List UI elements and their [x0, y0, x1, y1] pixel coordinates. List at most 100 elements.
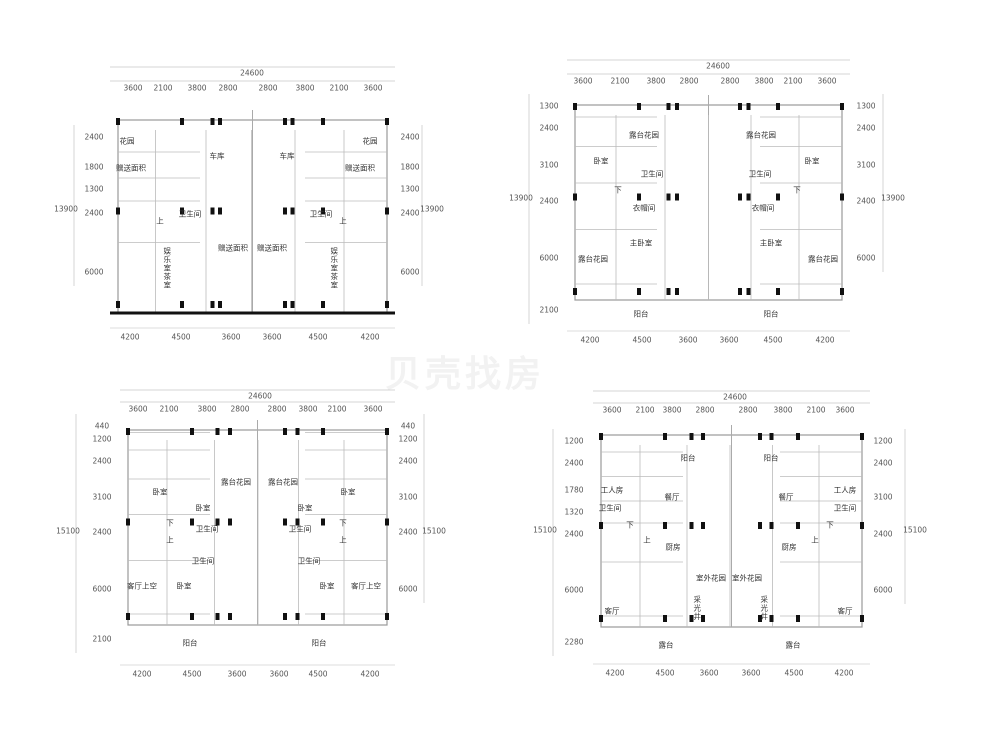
dimension-right: 2400 [856, 196, 876, 206]
column [190, 518, 194, 526]
dimension-total-top: 24600 [240, 68, 264, 78]
room-label: 工人房 [833, 485, 857, 495]
column [321, 301, 325, 308]
dimension-right: 2400 [873, 458, 893, 468]
room-label: 卧室 [152, 487, 168, 497]
room-label: 客厅 [604, 606, 620, 616]
column [860, 522, 864, 529]
column [599, 615, 603, 622]
column [215, 518, 220, 526]
column [283, 428, 287, 435]
column [776, 288, 780, 295]
room-label: 主卧室 [759, 238, 783, 248]
room-label: 赠送面积 [345, 163, 375, 173]
room-label: 室外花园 [732, 573, 762, 583]
column [385, 118, 389, 125]
dimension-top: 3800 [773, 405, 793, 415]
dimension-left: 1300 [539, 101, 559, 111]
column [385, 428, 389, 435]
column [637, 288, 641, 295]
room-label: 上 [339, 535, 347, 545]
dimension-left: 440 [94, 421, 110, 431]
room-label: 工人房 [600, 485, 624, 495]
dimension-right: 2400 [398, 456, 418, 466]
room-label: 赠送面积 [257, 243, 287, 253]
dimension-top: 2100 [159, 404, 179, 414]
room-label: 卧室 [319, 581, 335, 591]
room-label: 卧室 [340, 487, 356, 497]
column [666, 103, 671, 110]
dimension-top: 2100 [329, 83, 349, 93]
column [385, 301, 389, 308]
dimension-top: 3600 [573, 76, 593, 86]
dimension-left: 2400 [92, 456, 112, 466]
dimension-total-top: 24600 [248, 391, 272, 401]
dimension-right: 2400 [400, 132, 420, 142]
dimension-left: 2400 [564, 458, 584, 468]
dimension-top: 3600 [817, 76, 837, 86]
column [689, 433, 694, 440]
dimension-left: 1320 [564, 507, 584, 517]
dimension-bottom: 4500 [655, 668, 675, 678]
column [689, 522, 694, 529]
dimension-left: 2400 [92, 527, 112, 537]
dimension-total-right: 15100 [903, 525, 927, 535]
room-label: 下 [626, 520, 634, 530]
dimension-top: 2800 [738, 405, 758, 415]
dimension-top: 3600 [363, 83, 383, 93]
room-label: 花园 [362, 136, 378, 146]
column [776, 103, 780, 110]
dimension-left: 6000 [84, 267, 104, 277]
column [180, 301, 184, 308]
room-label: 卫生间 [195, 524, 219, 534]
dimension-bottom: 4200 [605, 668, 625, 678]
dimension-left: 1200 [564, 436, 584, 446]
column [599, 433, 603, 440]
room-label: 阳台 [763, 309, 779, 319]
dimension-total-right: 13900 [881, 193, 905, 203]
dimension-bottom: 4200 [360, 332, 380, 342]
room-label: 餐厅 [778, 492, 794, 502]
column [840, 103, 844, 110]
dimension-left: 3100 [539, 160, 559, 170]
dimension-bottom: 4200 [132, 669, 152, 679]
column [228, 428, 232, 435]
dimension-right: 2400 [873, 529, 893, 539]
dimension-top: 2100 [783, 76, 803, 86]
room-label: 赠送面积 [218, 243, 248, 253]
dimension-bottom: 4200 [834, 668, 854, 678]
column [321, 518, 325, 526]
room-label: 卫生间 [309, 209, 333, 219]
room-label: 露台花园 [578, 254, 608, 264]
column [210, 301, 215, 308]
room-label: 主卧室 [629, 238, 653, 248]
dimension-left: 6000 [564, 585, 584, 595]
dimension-top: 2800 [679, 76, 699, 86]
room-label: 卫生间 [598, 503, 622, 513]
room-label: 卫生间 [178, 209, 202, 219]
column [637, 193, 641, 201]
room-label: 阳台 [763, 453, 779, 463]
column [573, 103, 577, 110]
room-label: 衣帽间 [751, 203, 775, 213]
dimension-right: 2400 [398, 527, 418, 537]
room-label: 采光井 [759, 595, 769, 621]
dimension-top: 3600 [602, 405, 622, 415]
dimension-top: 3800 [187, 83, 207, 93]
room-label: 卫生间 [640, 169, 664, 179]
column [860, 433, 864, 440]
column [385, 613, 389, 620]
room-label: 厨房 [781, 542, 797, 552]
column [769, 615, 774, 622]
dimension-left: 2100 [539, 305, 559, 315]
column [746, 193, 751, 201]
column [126, 613, 130, 620]
column [190, 428, 194, 435]
dimension-bottom: 3600 [221, 332, 241, 342]
dimension-top: 2800 [720, 76, 740, 86]
column [840, 288, 844, 295]
dimension-left: 2400 [84, 208, 104, 218]
room-label: 卫生间 [191, 556, 215, 566]
column [796, 433, 800, 440]
dimension-left: 1800 [84, 162, 104, 172]
